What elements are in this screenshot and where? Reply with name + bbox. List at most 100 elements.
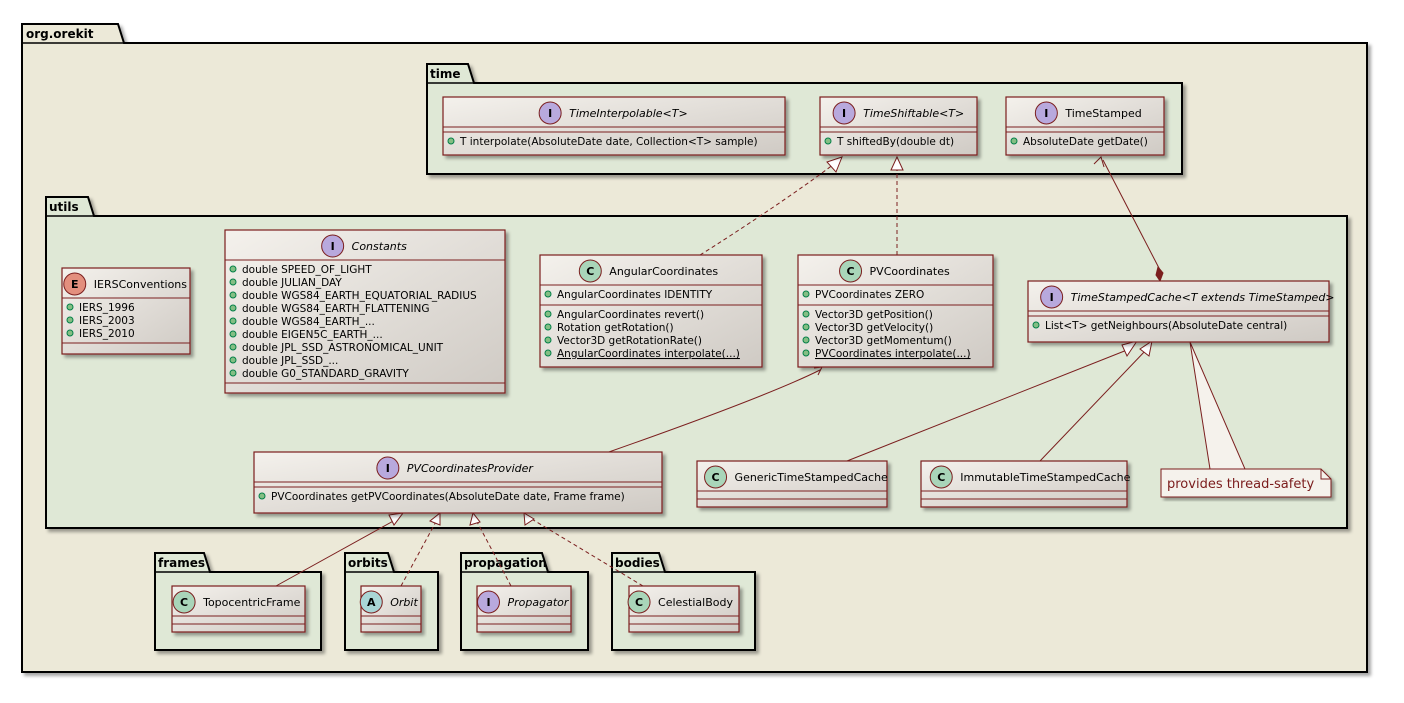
- public-visibility-icon: [544, 323, 552, 331]
- class-member: PVCoordinates getPVCoordinates(AbsoluteD…: [258, 491, 625, 503]
- note-text: provides thread-safety: [1167, 477, 1314, 492]
- class-name: AngularCoordinates: [609, 265, 718, 278]
- stereotype-letter: I: [842, 107, 846, 120]
- public-visibility-icon: [544, 336, 552, 344]
- stereotype-letter: I: [1050, 291, 1054, 304]
- package-label-time: time: [430, 67, 461, 81]
- member-text: Vector3D getRotationRate(): [557, 335, 702, 347]
- stereotype-badge-icon: [839, 259, 863, 283]
- member-text: AbsoluteDate getDate(): [1023, 136, 1148, 148]
- stereotype-letter: I: [331, 240, 335, 253]
- public-visibility-icon: [229, 317, 237, 325]
- class-member: double JPL_SSD_...: [229, 355, 338, 367]
- stereotype-letter: C: [586, 265, 594, 278]
- public-visibility-icon: [447, 137, 455, 145]
- class-propagator: I Propagator: [476, 585, 572, 633]
- member-text: PVCoordinates getPVCoordinates(AbsoluteD…: [271, 491, 625, 503]
- public-visibility-icon: [258, 492, 266, 500]
- triangle-head-icon: [890, 155, 904, 171]
- class-name: GenericTimeStampedCache: [735, 471, 889, 484]
- class-name: PVCoordinates: [870, 265, 950, 278]
- public-visibility-icon: [66, 329, 74, 337]
- member-text: Vector3D getPosition(): [815, 309, 933, 321]
- composition-cache-to-timestamped: [1102, 159, 1161, 271]
- class-member: Vector3D getPosition(): [802, 309, 933, 321]
- class-member: AngularCoordinates IDENTITY: [544, 289, 713, 301]
- realization-propagator-to-provider: [474, 517, 512, 587]
- class-name: Constants: [352, 240, 407, 253]
- relationships: TimeStamped -->: [275, 159, 1246, 587]
- member-text: IERS_2010: [79, 328, 135, 340]
- note-thread-safety: provides thread-safety: [1160, 468, 1332, 498]
- inheritance-immutable-to-cache: [1039, 349, 1147, 462]
- stereotype-badge-icon: [321, 234, 345, 258]
- member-text: Rotation getRotation(): [557, 322, 674, 334]
- realization-orbit-to-provider: [400, 517, 439, 587]
- arrowheads: [388, 155, 1164, 526]
- package-label-org-orekit: org.orekit: [26, 27, 94, 41]
- class-orbit: A Orbit: [359, 585, 422, 633]
- member-text: PVCoordinates interpolate(...): [815, 348, 971, 360]
- stereotype-badge-icon: [704, 465, 728, 489]
- triangle-head-icon: [469, 511, 481, 526]
- class-member: double WGS84_EARTH_FLATTENING: [229, 303, 430, 315]
- public-visibility-icon: [802, 349, 810, 357]
- class-box: [696, 460, 888, 508]
- triangle-head-icon: [523, 512, 535, 526]
- class-name: Orbit: [390, 596, 418, 609]
- public-visibility-icon: [544, 349, 552, 357]
- stereotype-badge-icon: [477, 590, 500, 614]
- triangle-head-icon: [1121, 340, 1139, 358]
- class-name: TimeInterpolable<T>: [569, 107, 688, 120]
- public-visibility-icon: [544, 290, 552, 298]
- member-text: AngularCoordinates IDENTITY: [557, 289, 713, 301]
- class-box: [442, 96, 786, 156]
- member-text: List<T> getNeighbours(AbsoluteDate centr…: [1045, 320, 1287, 332]
- stereotype-badge-icon: [359, 590, 383, 614]
- class-box: [920, 460, 1128, 508]
- stereotype-badge-icon: [172, 590, 196, 614]
- class-box: [224, 229, 506, 394]
- stereotype-badge-icon: [627, 590, 651, 614]
- public-visibility-icon: [802, 310, 810, 318]
- class-member: AngularCoordinates revert(): [544, 309, 704, 321]
- stereotype-letter: I: [486, 596, 490, 609]
- member-text: double JPL_SSD_ASTRONOMICAL_UNIT: [242, 342, 444, 354]
- association-provider-to-pv: [605, 369, 821, 454]
- member-text: AngularCoordinates revert(): [557, 309, 704, 321]
- stereotype-badge-icon: [929, 465, 953, 489]
- stereotype-letter: I: [386, 462, 390, 475]
- stereotype-badge-icon: [1040, 285, 1064, 309]
- public-visibility-icon: [1032, 321, 1040, 329]
- class-member: Vector3D getRotationRate(): [544, 335, 702, 347]
- class-member: double JULIAN_DAY: [229, 277, 342, 289]
- triangle-head-icon: [826, 156, 843, 173]
- inheritance-topocentric-to-provider: [275, 518, 398, 587]
- stereotype-letter: C: [847, 265, 855, 278]
- class-member: Vector3D getVelocity(): [802, 322, 933, 334]
- class-name: Propagator: [508, 596, 570, 609]
- package-label-propagation: propagation: [464, 556, 547, 570]
- class-name: TimeStamped: [1064, 107, 1141, 120]
- package-label-bodies: bodies: [615, 556, 660, 570]
- realization-angular-to-timeshiftable: [699, 163, 835, 256]
- stereotype-letter: A: [367, 596, 376, 609]
- triangle-head-icon: [1139, 339, 1153, 357]
- class-member: double SPEED_OF_LIGHT: [229, 264, 372, 276]
- public-visibility-icon: [229, 343, 237, 351]
- stereotype-badge-icon: [376, 456, 400, 480]
- class-member: AbsoluteDate getDate(): [1010, 136, 1148, 148]
- class-member: Vector3D getMomentum(): [802, 335, 952, 347]
- class-name: ImmutableTimeStampedCache: [960, 471, 1130, 484]
